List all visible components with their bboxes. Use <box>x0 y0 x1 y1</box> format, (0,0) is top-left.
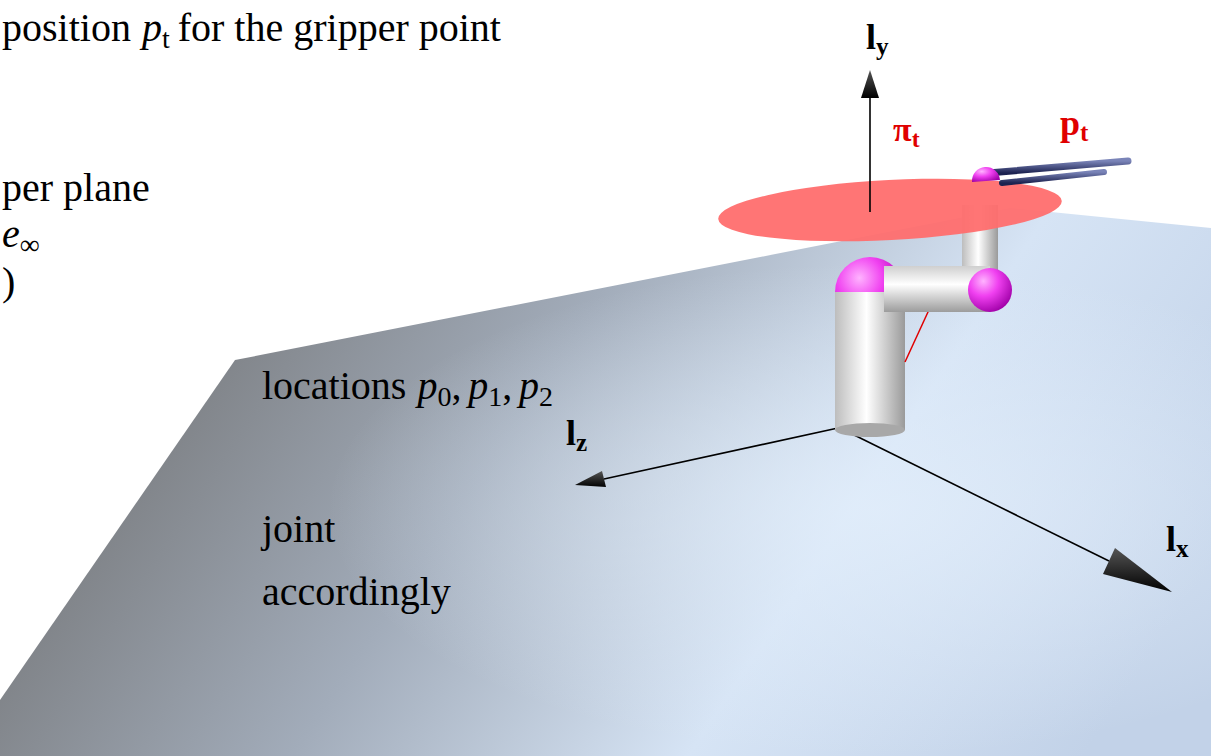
slide-text: ) <box>2 258 15 306</box>
ground-plane <box>0 208 1211 756</box>
subscript: 0 <box>438 380 452 414</box>
slide-text: accordingly <box>262 568 451 616</box>
subscript: t <box>912 125 920 154</box>
axis-label: l <box>566 412 576 455</box>
y-axis <box>869 97 871 212</box>
subscript: 2 <box>539 380 553 414</box>
slide-text: e <box>2 210 20 258</box>
slide-text: , <box>502 362 512 410</box>
x-arrowhead <box>1103 548 1172 592</box>
point-label: p <box>1060 102 1080 145</box>
axis-label: lx <box>1166 518 1189 565</box>
slide-text: for the gripper point <box>178 4 501 52</box>
subscript: ∞ <box>20 228 40 262</box>
slide-text: per plane <box>2 164 150 212</box>
slide-text: per plane <box>2 164 150 212</box>
plane-shading <box>0 208 1211 756</box>
base-link <box>835 292 905 430</box>
subscript: z <box>576 428 587 458</box>
axis-label: lz <box>566 412 587 459</box>
subscript: x <box>1176 534 1189 564</box>
plane-label: πt <box>893 110 920 153</box>
slide-text: e∞ <box>2 210 40 262</box>
slide-text: p <box>468 362 488 410</box>
y-arrowhead <box>861 70 879 98</box>
slide-text: p <box>519 362 539 410</box>
point-label: pt <box>1060 102 1088 149</box>
z-axis <box>604 428 838 479</box>
slide-text: locationsp0,p1,p2 <box>262 362 553 414</box>
slide-text: p <box>142 4 162 52</box>
axis-label: l <box>1166 518 1176 561</box>
axis-label: l <box>866 16 876 59</box>
slide-text: joint <box>262 505 335 553</box>
slide-text: joint <box>262 505 335 553</box>
axis-label: ly <box>866 16 889 63</box>
subscript: y <box>876 32 889 62</box>
base-foot <box>835 423 905 437</box>
slide-text: accordingly <box>262 568 451 616</box>
subscript: 1 <box>488 380 502 414</box>
slide-text: positionptfor the gripper point <box>2 4 501 56</box>
z-arrowhead <box>575 471 606 487</box>
wrist-joint <box>972 167 1000 182</box>
x-axis <box>840 428 1109 561</box>
slide-text: position <box>2 4 131 52</box>
slide-text: locations <box>262 362 406 410</box>
subscript: t <box>1080 118 1088 148</box>
slide-text: ) <box>2 258 15 306</box>
gripper-finger <box>988 161 1128 173</box>
elbow-joint <box>968 268 1012 312</box>
plane-label: π <box>893 110 912 151</box>
slide-text: , <box>452 362 462 410</box>
subscript: t <box>162 22 170 56</box>
slide-text: p <box>418 362 438 410</box>
